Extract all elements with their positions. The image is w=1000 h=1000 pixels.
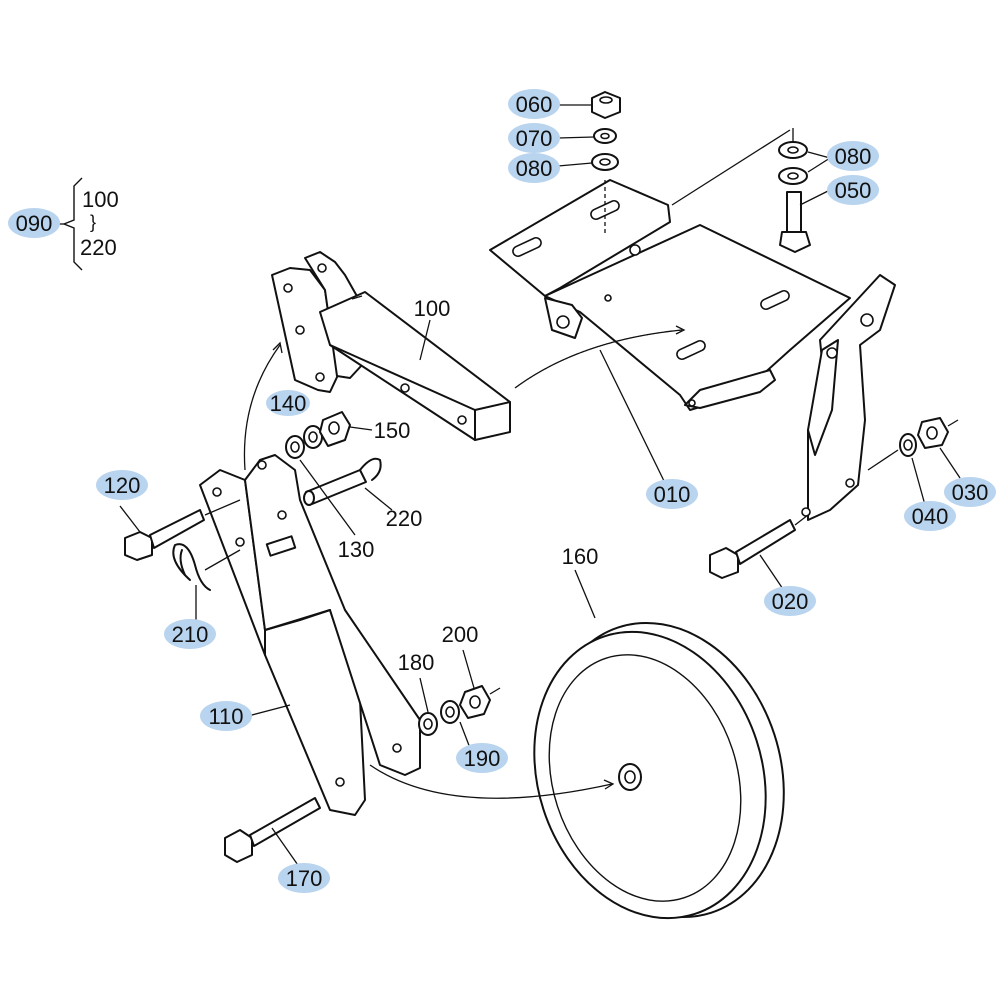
svg-text:050: 050 [835,178,872,203]
callout-140[interactable]: 140 [266,390,310,416]
bolt-170 [224,797,321,869]
svg-text:120: 120 [104,473,141,498]
svg-text:060: 060 [516,92,553,117]
group-090-sep: } [90,212,96,232]
label-220[interactable]: 220 [386,506,423,531]
callout-190[interactable]: 190 [456,743,508,773]
clip-210 [172,543,241,620]
svg-text:110: 110 [208,704,243,729]
svg-text:010: 010 [654,482,691,507]
callout-060[interactable]: 060 [508,89,560,119]
leader-100 [419,319,431,361]
svg-text:170: 170 [286,866,323,891]
hardware-060-070-080 [557,91,621,171]
hardware-030-040 [867,417,961,506]
callout-070[interactable]: 070 [508,123,560,153]
label-130[interactable]: 130 [338,537,375,562]
bolt-020 [709,514,809,593]
bolt-120 [119,499,241,561]
svg-text:190: 190 [464,746,501,771]
callout-210[interactable]: 210 [164,619,216,649]
label-160[interactable]: 160 [562,544,599,569]
bolt-050 [778,128,831,253]
callout-120[interactable]: 120 [96,470,148,500]
svg-text:080: 080 [516,156,553,181]
callout-010[interactable]: 010 [646,479,698,509]
svg-text:030: 030 [952,480,989,505]
svg-text:090: 090 [16,211,53,236]
group-090: 100 } 220 [55,177,119,271]
main-bracket-010 [489,129,896,521]
callout-030[interactable]: 030 [944,477,996,507]
hardware-140-150 [285,411,373,459]
arm-110 [199,341,421,816]
callout-110[interactable]: 110 [200,701,252,731]
callout-020[interactable]: 020 [764,586,816,616]
svg-text:020: 020 [772,589,809,614]
label-150[interactable]: 150 [374,418,411,443]
hardware-180-190-200 [418,649,501,749]
leader-110 [247,704,291,717]
hook-pin-220 [299,457,393,536]
callout-050[interactable]: 050 [827,175,879,205]
leader-010 [599,349,666,484]
svg-text:070: 070 [516,126,553,151]
label-200[interactable]: 200 [442,622,479,647]
callout-080-right[interactable]: 080 [827,141,879,171]
svg-text:040: 040 [912,504,949,529]
wheel-160 [369,569,785,920]
group-090-to: 220 [80,235,117,260]
group-090-from: 100 [82,187,119,212]
callout-170[interactable]: 170 [278,863,330,893]
svg-text:080: 080 [835,144,872,169]
label-100[interactable]: 100 [414,296,451,321]
label-180[interactable]: 180 [398,650,435,675]
callout-040[interactable]: 040 [904,501,956,531]
svg-text:140: 140 [270,391,307,416]
arm-100 [271,251,686,441]
callout-080-top[interactable]: 080 [508,153,560,183]
callout-090[interactable]: 090 [8,208,60,238]
svg-text:210: 210 [172,622,209,647]
